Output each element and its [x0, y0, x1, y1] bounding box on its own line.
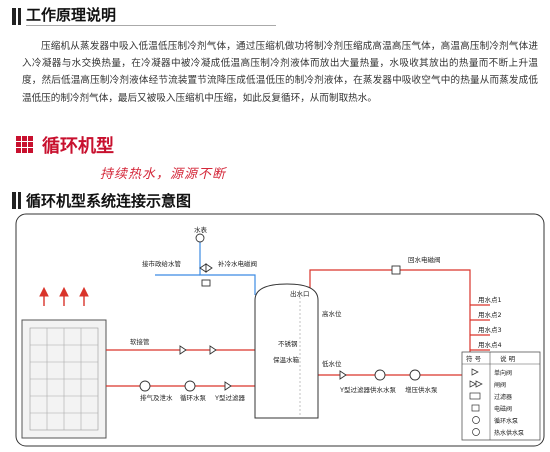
label-return-valve: 回水电磁阀 [408, 255, 441, 264]
label-y-filter-2: Y型过滤器 [339, 385, 370, 394]
legend-item: 电磁阀 [494, 405, 512, 413]
legend-header-desc: 说 明 [500, 354, 516, 363]
label-city-water: 接市政给水管 [142, 259, 182, 268]
label-high-level: 高水位 [322, 309, 342, 318]
label-y-filter: Y型过滤器 [214, 393, 245, 402]
header-bar [12, 192, 16, 209]
solenoid-valve-icon [471, 404, 480, 412]
filter-icon [469, 392, 481, 400]
decor-square [28, 148, 33, 153]
decor-square [16, 136, 21, 141]
decor-square [16, 148, 21, 153]
slogan: 持续热水，源源不断 [100, 167, 227, 182]
section-title: 工作原理说明 [26, 6, 117, 24]
water-meter-icon [195, 233, 205, 243]
label-boost-pump: 增压供水泵 [405, 385, 438, 394]
water-tank [254, 283, 319, 419]
label-outlet: 出水口 [290, 289, 310, 298]
header-bar [18, 192, 21, 209]
valve-icon [205, 263, 213, 273]
valve-icon [199, 263, 207, 273]
label-outlet-3: 用水点3 [478, 325, 502, 334]
legend-table: 符 号 说 明 单向阀 闸阀 过滤器 电磁阀 循环水泵 热水供水泵 [461, 351, 541, 441]
pump-icon [409, 369, 421, 381]
diagram-frame [15, 213, 545, 447]
header-bar [12, 8, 16, 25]
filter-icon [224, 381, 232, 391]
decor-square [28, 142, 33, 147]
heat-pump-unit [21, 319, 107, 439]
decor-square [22, 142, 27, 147]
decor-square [22, 136, 27, 141]
circ-pump-icon [472, 416, 480, 424]
diagram-labels: 水表 接市政给水管 补冷水电磁阀 出水口 高水位 低水位 不锈钢 保温水箱 回水… [130, 225, 502, 402]
decor-square [16, 142, 21, 147]
pump-icon [184, 380, 196, 392]
label-outlet-1: 用水点1 [478, 295, 502, 304]
label-soft-pipe: 软接管 [130, 337, 150, 346]
legend-header-symbol: 符 号 [466, 354, 482, 363]
valve-icon [339, 370, 347, 380]
label-water-meter: 水表 [194, 225, 208, 234]
check-valve-icon [209, 345, 217, 355]
supply-pump-icon [472, 428, 480, 436]
solenoid-valve-icon [391, 265, 401, 275]
header-underline [26, 25, 276, 26]
legend-item: 过滤器 [494, 393, 512, 401]
section-title: 循环机型系统连接示意图 [26, 192, 192, 210]
check-valve-icon [471, 368, 479, 376]
label-outlet-4: 用水点4 [478, 340, 502, 349]
label-low-level: 低水位 [322, 359, 342, 368]
airflow-arrows [39, 286, 89, 306]
label-makeup-valve: 补冷水电磁阀 [218, 259, 257, 268]
gate-valve-icon [469, 380, 477, 388]
decor-square [28, 136, 33, 141]
legend-item: 循环水泵 [494, 417, 518, 425]
gate-valve-icon [475, 380, 483, 388]
solenoid-valve-icon [201, 279, 211, 287]
pump-icon [139, 380, 151, 392]
label-drain-valve: 排气及泄水 [140, 393, 173, 402]
header-bar [18, 8, 21, 25]
legend-item: 单向阀 [494, 369, 512, 377]
check-valve-icon [179, 345, 187, 355]
valves [139, 233, 421, 392]
cycle-model-title: 循环机型 [42, 136, 114, 157]
label-circ-pump: 循环水泵 [180, 393, 207, 402]
legend-item: 热水供水泵 [494, 429, 524, 437]
principle-paragraph: 压缩机从蒸发器中吸入低温低压制冷剂气体，通过压缩机做功将制冷剂压缩成高温高压气体… [22, 41, 538, 104]
legend-item: 闸阀 [494, 381, 506, 389]
decor-square [22, 148, 27, 153]
label-outlet-2: 用水点2 [478, 310, 502, 319]
pump-icon [374, 369, 386, 381]
label-tank-line1: 不锈钢 [278, 339, 298, 348]
label-tank-line2: 保温水箱 [273, 355, 300, 364]
label-supply-pump: 供水水泵 [370, 385, 397, 394]
